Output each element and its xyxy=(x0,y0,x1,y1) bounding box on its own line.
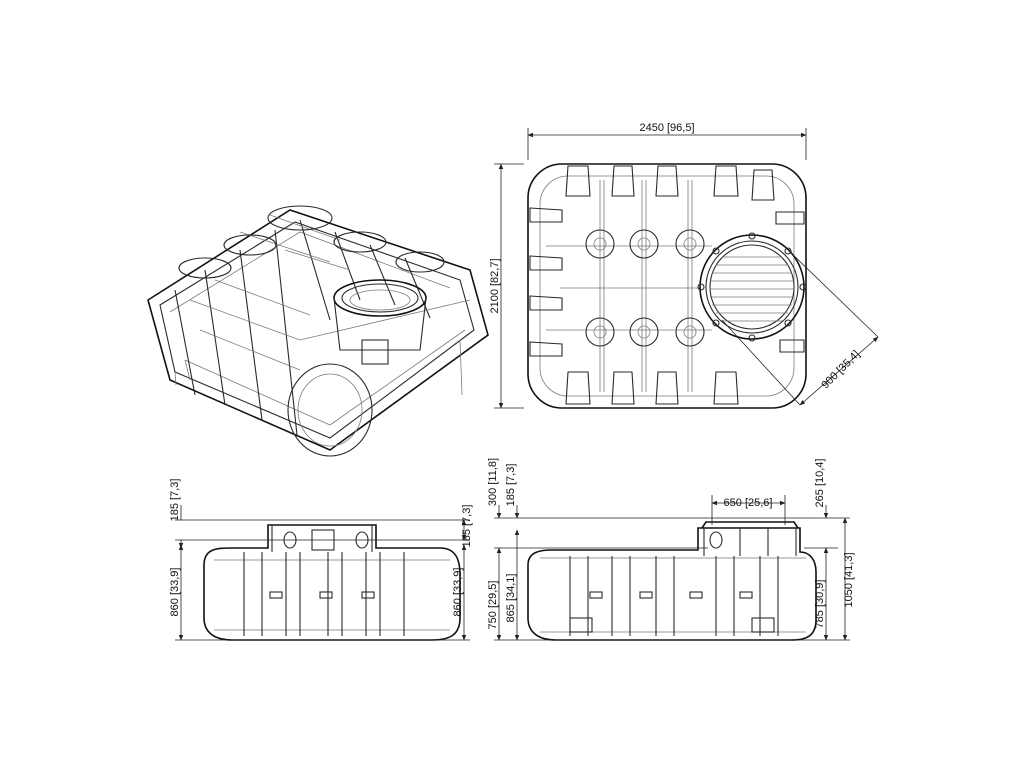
side-top-left-label: 185 [7,3] xyxy=(169,479,181,522)
front-view: 300 [11,8] 750 [29,5] 185 [7,3] 865 [34,… xyxy=(487,458,855,641)
front-overall-height-label: 1050 [41,3] xyxy=(843,552,855,607)
side-view-dimensions: 185 [7,3] 860 [33,9] 185 [7,3] 860 [33,9… xyxy=(169,479,473,641)
isometric-view xyxy=(147,205,489,457)
side-body-left-label: 860 [33,9] xyxy=(169,568,181,617)
front-body-high-label: 865 [34,1] xyxy=(505,574,517,623)
front-view-dimensions: 300 [11,8] 750 [29,5] 185 [7,3] 865 [34,… xyxy=(487,458,855,641)
front-tank-height-label: 785 [30,9] xyxy=(814,580,826,629)
side-body-right-label: 860 [33,9] xyxy=(452,568,464,617)
top-view-dimensions: 2450 [96,5] 2100 [82,7] 900 [35,4] xyxy=(489,122,879,409)
width-dimension-label: 2450 [96,5] xyxy=(639,122,694,134)
front-collar-width-label: 650 [25,6] xyxy=(724,497,773,509)
top-view: 2450 [96,5] 2100 [82,7] 900 [35,4] xyxy=(489,122,879,409)
front-total-top-label: 300 [11,8] xyxy=(487,458,499,506)
front-collar-height-label: 265 [10,4] xyxy=(814,459,826,508)
side-view: 185 [7,3] 860 [33,9] 185 [7,3] 860 [33,9… xyxy=(169,479,473,641)
manhole-opening xyxy=(697,232,807,342)
side-top-right-label: 185 [7,3] xyxy=(461,505,473,548)
front-dome-label: 185 [7,3] xyxy=(505,464,517,507)
opening-dimension-label: 900 [35,4] xyxy=(819,348,862,391)
depth-dimension-label: 2100 [82,7] xyxy=(489,258,501,313)
front-body-low-label: 750 [29,5] xyxy=(487,581,499,630)
